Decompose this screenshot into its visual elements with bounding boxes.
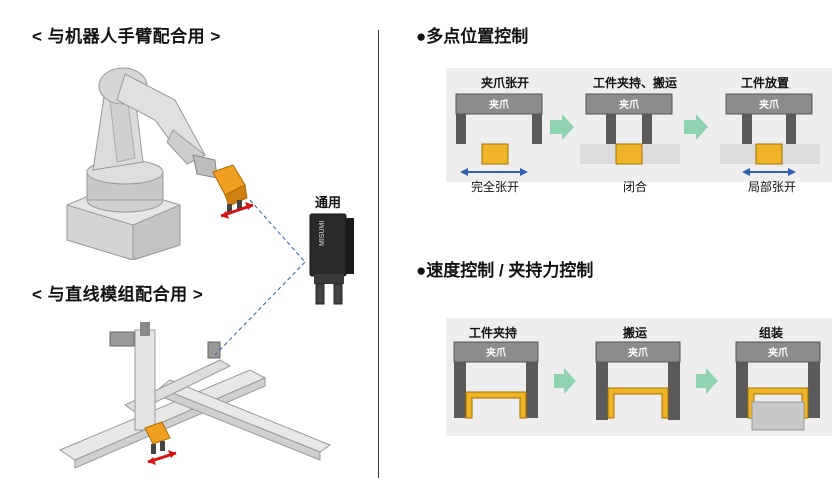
section1-title: ●多点位置控制: [416, 27, 529, 46]
section2-step3-base: [751, 401, 805, 431]
section2-arrow-1: [554, 368, 576, 394]
robot-arm-illustration: [66, 67, 254, 260]
linear-module-heading: < 与直线模组配合用 >: [32, 285, 204, 304]
section1-arrow-1: [550, 114, 574, 140]
section1-step1-gripper: 夹爪: [455, 93, 543, 176]
section1-step2-gripper: 夹爪: [580, 93, 680, 165]
gripper-brand: MISUMI: [319, 221, 326, 246]
svg-text:夹爪: 夹爪: [759, 98, 780, 111]
section1-step1-label: 夹爪张开: [480, 76, 529, 90]
section1-step1-caption: 完全张开: [470, 180, 519, 194]
connector-lines: [214, 199, 306, 356]
section2-step2-gripper: 夹爪: [595, 341, 681, 420]
section1-step3-caption: 局部张开: [747, 180, 796, 194]
gripper-housing: [309, 213, 347, 277]
section1-step3-label: 工件放置: [740, 76, 789, 90]
section2-step1-gripper: 夹爪: [453, 341, 539, 419]
section2-step3-label: 组装: [758, 326, 783, 340]
section2-title: ●速度控制 / 夹持力控制: [416, 261, 594, 280]
section1-step2-workpiece: [615, 143, 643, 165]
electric-gripper-image: MISUMI: [309, 213, 354, 305]
svg-text:夹爪: 夹爪: [486, 346, 507, 359]
connector-line-module: [214, 261, 306, 356]
section1-arrow-2: [684, 114, 708, 140]
svg-text:夹爪: 夹爪: [489, 98, 510, 111]
section2-step2-workpiece: [607, 387, 669, 419]
section2-step1-label: 工件夹持: [468, 326, 517, 340]
svg-text:夹爪: 夹爪: [628, 346, 649, 359]
section2-step1-workpiece: [465, 391, 527, 419]
section2-step2-label: 搬运: [622, 326, 647, 340]
section1-step2-caption: 闭合: [622, 180, 647, 194]
section2-diagram: 夹爪 夹爪 夹爪: [453, 341, 821, 431]
linear-module-illustration: [58, 322, 332, 469]
section2-arrow-2: [696, 368, 718, 394]
svg-text:夹爪: 夹爪: [768, 346, 789, 359]
section1-step3-workpiece: [755, 143, 783, 165]
robot-arm-heading: < 与机器人手臂配合用 >: [32, 27, 221, 46]
section1-step2-label: 工件夹持、搬运: [592, 76, 677, 90]
gripper-jaw-left: [315, 283, 325, 305]
svg-text:夹爪: 夹爪: [619, 98, 640, 111]
section1-step3-gripper: 夹爪: [720, 93, 820, 176]
gripper-jaw-right: [333, 283, 343, 305]
gripper-label: 通用: [315, 195, 342, 210]
section1-step1-workpiece: [481, 143, 509, 165]
section1-diagram: 夹爪 夹爪 夹爪: [455, 93, 820, 176]
linear-gripper-body: [144, 421, 171, 445]
section2-step3-gripper: 夹爪: [735, 341, 821, 431]
vertical-divider: [378, 30, 379, 478]
connector-line-robot: [249, 199, 306, 263]
